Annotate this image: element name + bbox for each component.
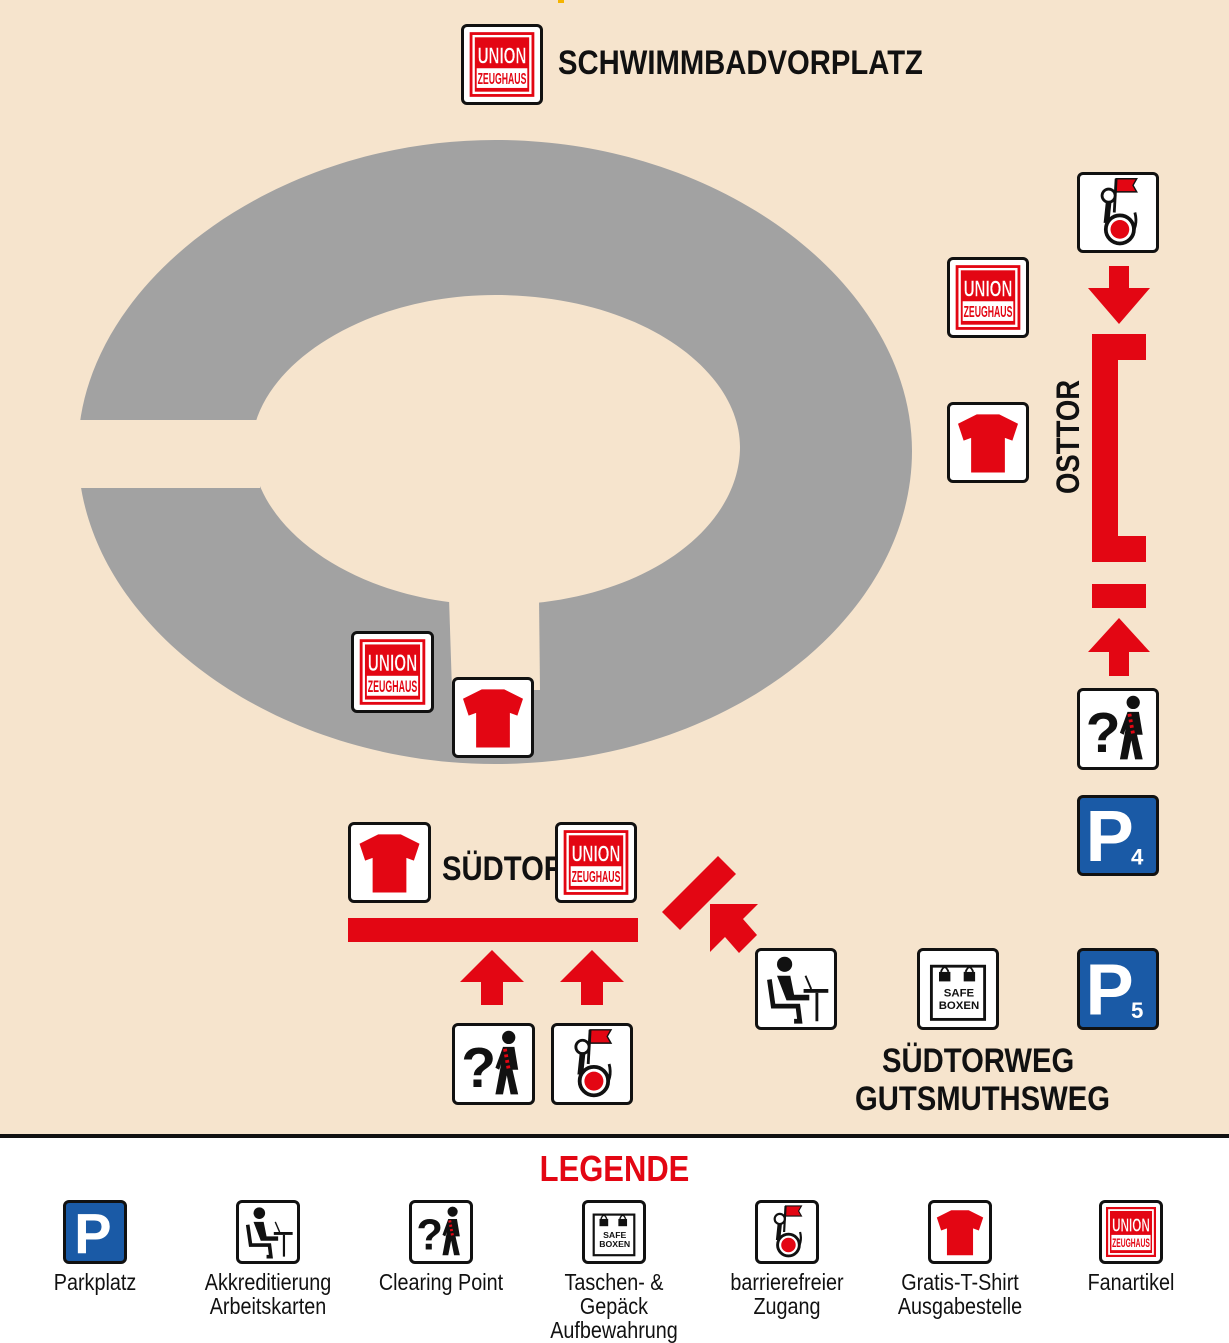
parking-letter: P (1086, 951, 1134, 1027)
svg-text:?: ? (1086, 701, 1121, 765)
svg-text:?: ? (416, 1211, 443, 1259)
safe-text-2: BOXEN (599, 1239, 630, 1249)
parking-icon: P (63, 1200, 127, 1264)
svg-text:?: ? (461, 1036, 496, 1100)
safe-text-2: BOXEN (939, 1000, 980, 1012)
map-area: SCHWIMMBADVORPLATZ OSTTOR SÜDTOR SÜDTORW… (0, 0, 1229, 1136)
arrow-up-suedtor-right (560, 950, 624, 1005)
label-suedtor: SÜDTOR (442, 850, 565, 888)
yellow-mark (558, 0, 564, 3)
legend-label: Parkplatz (53, 1269, 137, 1295)
logo-text-union: UNION (1112, 1215, 1150, 1235)
suedtor-gate-bar (348, 918, 638, 942)
logo-text-zeughaus: ZEUGHAUS (1112, 1236, 1150, 1250)
clearing-point-icon: ? (1077, 688, 1159, 770)
tshirt-icon (928, 1200, 992, 1264)
safe-text-1: SAFE (944, 988, 975, 1000)
logo-text-union: UNION (368, 650, 417, 677)
arrow-diagonal-suedtor (710, 904, 758, 953)
arrow-up-suedtor-left (460, 950, 524, 1005)
parking-letter: P (74, 1203, 111, 1261)
safe-text-1: SAFE (603, 1230, 626, 1240)
logo-text-union: UNION (478, 43, 527, 69)
ring-gap-west (60, 420, 260, 488)
parking-p4-icon: P 4 (1077, 795, 1159, 876)
logo-text-zeughaus: ZEUGHAUS (368, 678, 418, 696)
parking-p4-number: 4 (1131, 845, 1144, 870)
union-zeughaus-logo: UNION ZEUGHAUS (461, 24, 543, 105)
stadium-ring (78, 140, 912, 764)
logo-text-zeughaus: ZEUGHAUS (964, 304, 1013, 321)
label-suedtorweg: SÜDTORWEG (882, 1042, 1075, 1080)
clearing-point-icon: ? (452, 1023, 535, 1105)
tshirt-icon (348, 822, 431, 903)
legend-label: Fanartikel (1087, 1269, 1175, 1295)
accreditation-desk-icon (755, 948, 837, 1030)
osttor-gate-dash (1092, 584, 1146, 608)
osttor-gate-bar (1092, 334, 1146, 562)
legend-item-parking: P Parkplatz (7, 1200, 183, 1294)
label-gutsmuthsweg: GUTSMUTHSWEG (855, 1080, 1111, 1118)
wheelchair-access-icon (755, 1200, 819, 1264)
logo-text-zeughaus: ZEUGHAUS (478, 71, 527, 88)
logo-text-union: UNION (572, 841, 621, 867)
clearing-point-icon: ? (409, 1200, 473, 1264)
accreditation-desk-icon (236, 1200, 300, 1264)
legend-item-clearing: ? Clearing Point (353, 1200, 529, 1294)
legend-divider (0, 1134, 1229, 1138)
wheelchair-access-icon (551, 1023, 633, 1105)
logo-text-union: UNION (964, 276, 1013, 302)
tshirt-icon (452, 677, 534, 758)
legend-title: LEGENDE (539, 1148, 690, 1189)
arrow-up-osttor (1088, 618, 1150, 676)
label-schwimmbadvorplatz: SCHWIMMBADVORPLATZ (558, 44, 923, 82)
wheelchair-access-icon (1077, 172, 1159, 253)
parking-p5-number: 5 (1131, 998, 1143, 1023)
ring-gap-south (449, 598, 540, 690)
parking-p5-icon: P 5 (1077, 948, 1159, 1030)
tshirt-icon (947, 402, 1029, 483)
parking-letter: P (1086, 798, 1134, 873)
diagonal-gate-bar (662, 856, 736, 930)
arrow-down-osttor (1088, 266, 1150, 324)
union-zeughaus-logo: UNION ZEUGHAUS (947, 257, 1029, 338)
logo-text-zeughaus: ZEUGHAUS (572, 869, 621, 886)
label-osttor: OSTTOR (1050, 379, 1086, 494)
map-graphics (60, 0, 1150, 1005)
union-zeughaus-logo: UNION ZEUGHAUS (555, 822, 637, 903)
legend-label: Clearing Point (378, 1269, 504, 1295)
